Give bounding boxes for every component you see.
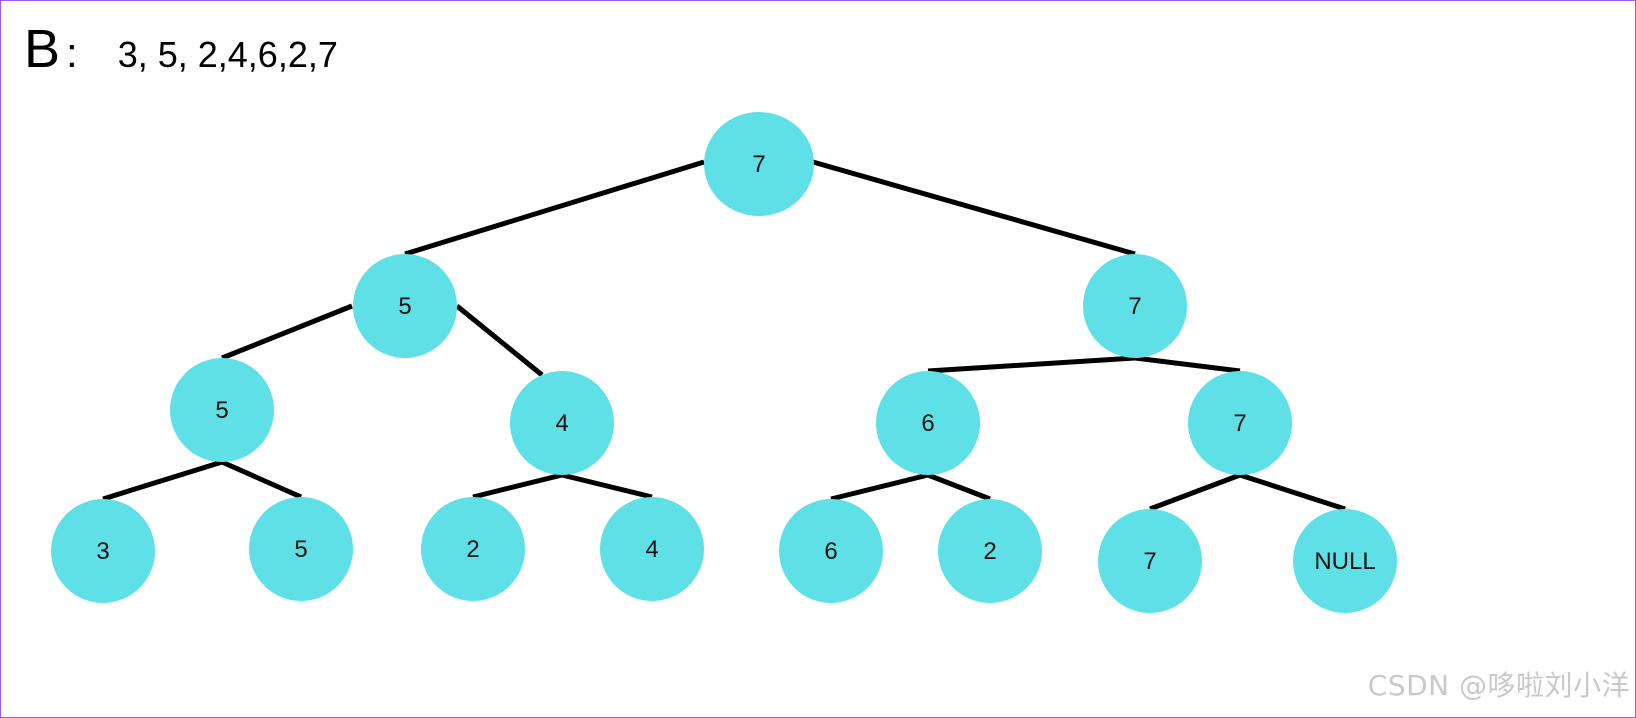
- node-label: 6: [921, 410, 934, 437]
- node-circle: [170, 358, 274, 462]
- node-circle: [353, 254, 457, 358]
- node-label: 6: [824, 538, 837, 565]
- tree-node-leaf-6: 2: [938, 499, 1042, 603]
- tree-node-l2-c: 6: [876, 371, 980, 475]
- node-circle: [779, 499, 883, 603]
- node-label: 2: [983, 538, 996, 565]
- node-circle: [1083, 254, 1187, 358]
- node-circle: [1293, 509, 1397, 613]
- watermark-text: CSDN @哆啦刘小洋: [1367, 669, 1630, 702]
- tree-node-l1-left: 5: [353, 254, 457, 358]
- tree-node-root: 7: [704, 112, 814, 216]
- header-label: B: [24, 19, 61, 79]
- diagram-header: B : 3, 5, 2,4,6,2,7: [24, 22, 338, 76]
- tree-edge-l1-left-l2-a: [221, 303, 353, 361]
- tree-edge-l2-d-leaf-7: [1149, 472, 1241, 512]
- node-label: 3: [96, 538, 109, 565]
- tree-edge-l1-right-l2-c: [927, 355, 1136, 374]
- tree-node-l2-b: 4: [510, 371, 614, 475]
- node-label: 7: [1143, 548, 1156, 575]
- node-label: 2: [466, 536, 479, 563]
- tree-node-leaf-7: 7: [1098, 509, 1202, 613]
- tree-node-leaf-3: 2: [421, 497, 525, 601]
- node-circle: [600, 497, 704, 601]
- tree-edge-l2-b-leaf-4: [561, 472, 653, 500]
- tree-node-leaf-2: 5: [249, 497, 353, 601]
- tree-node-leaf-1: 3: [51, 499, 155, 603]
- tree-node-l2-d: 7: [1188, 371, 1292, 475]
- node-label: 4: [645, 536, 658, 563]
- node-circle: [51, 499, 155, 603]
- node-label: 7: [752, 151, 765, 178]
- tree-node-l2-a: 5: [170, 358, 274, 462]
- tree-node-l1-right: 7: [1083, 254, 1187, 358]
- node-circle: [249, 497, 353, 601]
- tree-edge-l1-right-l2-d: [1134, 355, 1241, 374]
- tree-edge-l2-d-leaf-8: [1239, 472, 1346, 512]
- tree-edge-l1-left-l2-b: [455, 304, 544, 377]
- node-circle: [510, 371, 614, 475]
- node-label: 7: [1233, 410, 1246, 437]
- tree-edge-root-l1-left: [404, 159, 705, 257]
- node-circle: [1188, 371, 1292, 475]
- tree-node-leaf-8: NULL: [1293, 509, 1397, 613]
- node-label: 5: [215, 397, 228, 424]
- node-circle: [704, 112, 814, 216]
- node-label: 5: [294, 536, 307, 563]
- node-circle: [876, 371, 980, 475]
- tree-edge-l2-b-leaf-3: [472, 472, 563, 500]
- sequence-text: 3, 5, 2,4,6,2,7: [117, 34, 338, 75]
- tree-edges: [102, 159, 1346, 512]
- tree-node-leaf-4: 4: [600, 497, 704, 601]
- node-circle: [1098, 509, 1202, 613]
- node-circle: [938, 499, 1042, 603]
- node-label: 5: [398, 293, 411, 320]
- tree-node-leaf-5: 6: [779, 499, 883, 603]
- header-colon: :: [66, 29, 78, 76]
- node-label: 4: [555, 410, 568, 437]
- tree-edge-l2-c-leaf-6: [927, 472, 991, 502]
- node-label: NULL: [1314, 548, 1375, 575]
- tree-edge-l2-c-leaf-5: [830, 472, 929, 502]
- tree-edge-l2-a-leaf-2: [220, 459, 303, 500]
- tree-edge-l2-a-leaf-1: [102, 459, 223, 502]
- tree-edge-root-l1-right: [812, 159, 1136, 257]
- node-circle: [421, 497, 525, 601]
- node-label: 7: [1128, 293, 1141, 320]
